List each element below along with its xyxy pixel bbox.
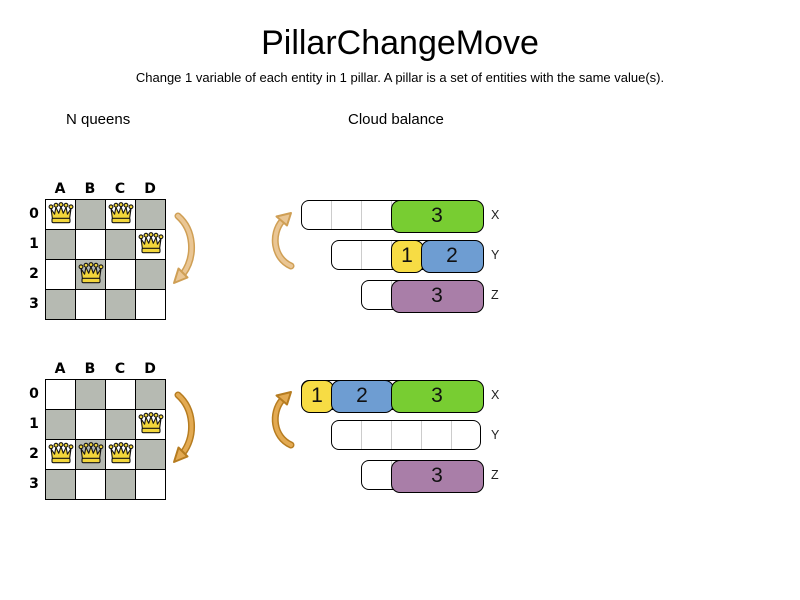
queen-icon bbox=[108, 442, 133, 464]
computer-label: Y bbox=[491, 428, 500, 442]
move-arrow-icon bbox=[271, 212, 295, 270]
board-col-label: C bbox=[114, 361, 126, 377]
board-cell bbox=[135, 409, 166, 440]
computer-label: Z bbox=[491, 468, 499, 482]
bar-cell-divider bbox=[360, 241, 362, 269]
process-block: 3 bbox=[390, 199, 484, 233]
board-row-label: 0 bbox=[29, 206, 39, 222]
queen-icon bbox=[78, 262, 103, 284]
bar-cell-divider bbox=[450, 421, 452, 449]
move-arrow-icon bbox=[173, 391, 196, 463]
move-arrow-icon bbox=[271, 391, 295, 449]
bar-cell-divider bbox=[360, 421, 362, 449]
board-cell bbox=[105, 199, 136, 230]
board-cell bbox=[45, 259, 76, 290]
board-col-label: B bbox=[84, 181, 96, 197]
process-block: 3 bbox=[390, 279, 484, 313]
queen-icon bbox=[78, 442, 103, 464]
move-arrow-icon bbox=[173, 212, 196, 284]
board-cell bbox=[75, 469, 106, 500]
process-block: 1 bbox=[390, 239, 424, 273]
board-cell bbox=[45, 199, 76, 230]
board-cell bbox=[135, 229, 166, 260]
board-cell bbox=[135, 259, 166, 290]
bar-cell-divider bbox=[360, 201, 362, 229]
queen-icon bbox=[108, 202, 133, 224]
computer-label: Y bbox=[491, 248, 500, 262]
board-cell bbox=[135, 469, 166, 500]
board-row-label: 0 bbox=[29, 386, 39, 402]
board-row-label: 3 bbox=[29, 476, 39, 492]
board-cell bbox=[75, 409, 106, 440]
board-cell bbox=[105, 379, 136, 410]
queen-icon bbox=[138, 232, 163, 254]
queen-icon bbox=[138, 412, 163, 434]
board-cell bbox=[135, 439, 166, 470]
board-cell bbox=[45, 379, 76, 410]
board-cell bbox=[45, 469, 76, 500]
computer-bar-z: 3 bbox=[361, 459, 484, 493]
board-col-label: C bbox=[114, 181, 126, 197]
board-cell bbox=[75, 229, 106, 260]
bar-cell-divider bbox=[330, 201, 332, 229]
board-cell bbox=[105, 259, 136, 290]
board-col-label: A bbox=[54, 181, 66, 197]
board-row-label: 2 bbox=[29, 266, 39, 282]
board-cell bbox=[105, 469, 136, 500]
bar-cell-divider bbox=[390, 461, 392, 489]
board-cell bbox=[75, 289, 106, 320]
page-subtitle: Change 1 variable of each entity in 1 pi… bbox=[135, 70, 665, 85]
computer-bar-z: 3 bbox=[361, 279, 484, 313]
board-cell bbox=[135, 379, 166, 410]
process-block: 3 bbox=[390, 459, 484, 493]
computer-label: Z bbox=[491, 288, 499, 302]
section-header-cloudbalance: Cloud balance bbox=[348, 111, 444, 128]
board-cell bbox=[75, 259, 106, 290]
board-cell bbox=[45, 439, 76, 470]
process-block: 2 bbox=[420, 239, 484, 273]
board-cell bbox=[45, 229, 76, 260]
board-row-label: 2 bbox=[29, 446, 39, 462]
board-col-label: D bbox=[144, 181, 156, 197]
bar-cell-divider bbox=[390, 241, 392, 269]
board-cell bbox=[105, 229, 136, 260]
computer-bar-y bbox=[331, 420, 481, 450]
board-row-label: 1 bbox=[29, 416, 39, 432]
bar-cell-divider bbox=[390, 281, 392, 309]
board-col-label: A bbox=[54, 361, 66, 377]
board-cell bbox=[105, 439, 136, 470]
board-row-label: 3 bbox=[29, 296, 39, 312]
board-cell bbox=[105, 289, 136, 320]
queen-icon bbox=[48, 442, 73, 464]
board-cell bbox=[45, 289, 76, 320]
board-cell bbox=[75, 379, 106, 410]
board-col-label: B bbox=[84, 361, 96, 377]
board-row-label: 1 bbox=[29, 236, 39, 252]
page-title: PillarChangeMove bbox=[261, 24, 539, 62]
queen-icon bbox=[48, 202, 73, 224]
board-col-label: D bbox=[144, 361, 156, 377]
computer-label: X bbox=[491, 208, 500, 222]
board-cell bbox=[135, 289, 166, 320]
computer-label: X bbox=[491, 388, 500, 402]
board-cell bbox=[135, 199, 166, 230]
board-cell bbox=[45, 409, 76, 440]
board-cell bbox=[75, 199, 106, 230]
board-cell bbox=[105, 409, 136, 440]
process-block: 1 bbox=[300, 379, 334, 413]
board-cell bbox=[75, 439, 106, 470]
bar-cell-divider bbox=[420, 421, 422, 449]
bar-cell-divider bbox=[390, 201, 392, 229]
process-block: 2 bbox=[330, 379, 394, 413]
bar-cell-divider bbox=[390, 421, 392, 449]
process-block: 3 bbox=[390, 379, 484, 413]
computer-bar-x: 3 bbox=[301, 199, 484, 233]
section-header-nqueens: N queens bbox=[66, 111, 131, 128]
